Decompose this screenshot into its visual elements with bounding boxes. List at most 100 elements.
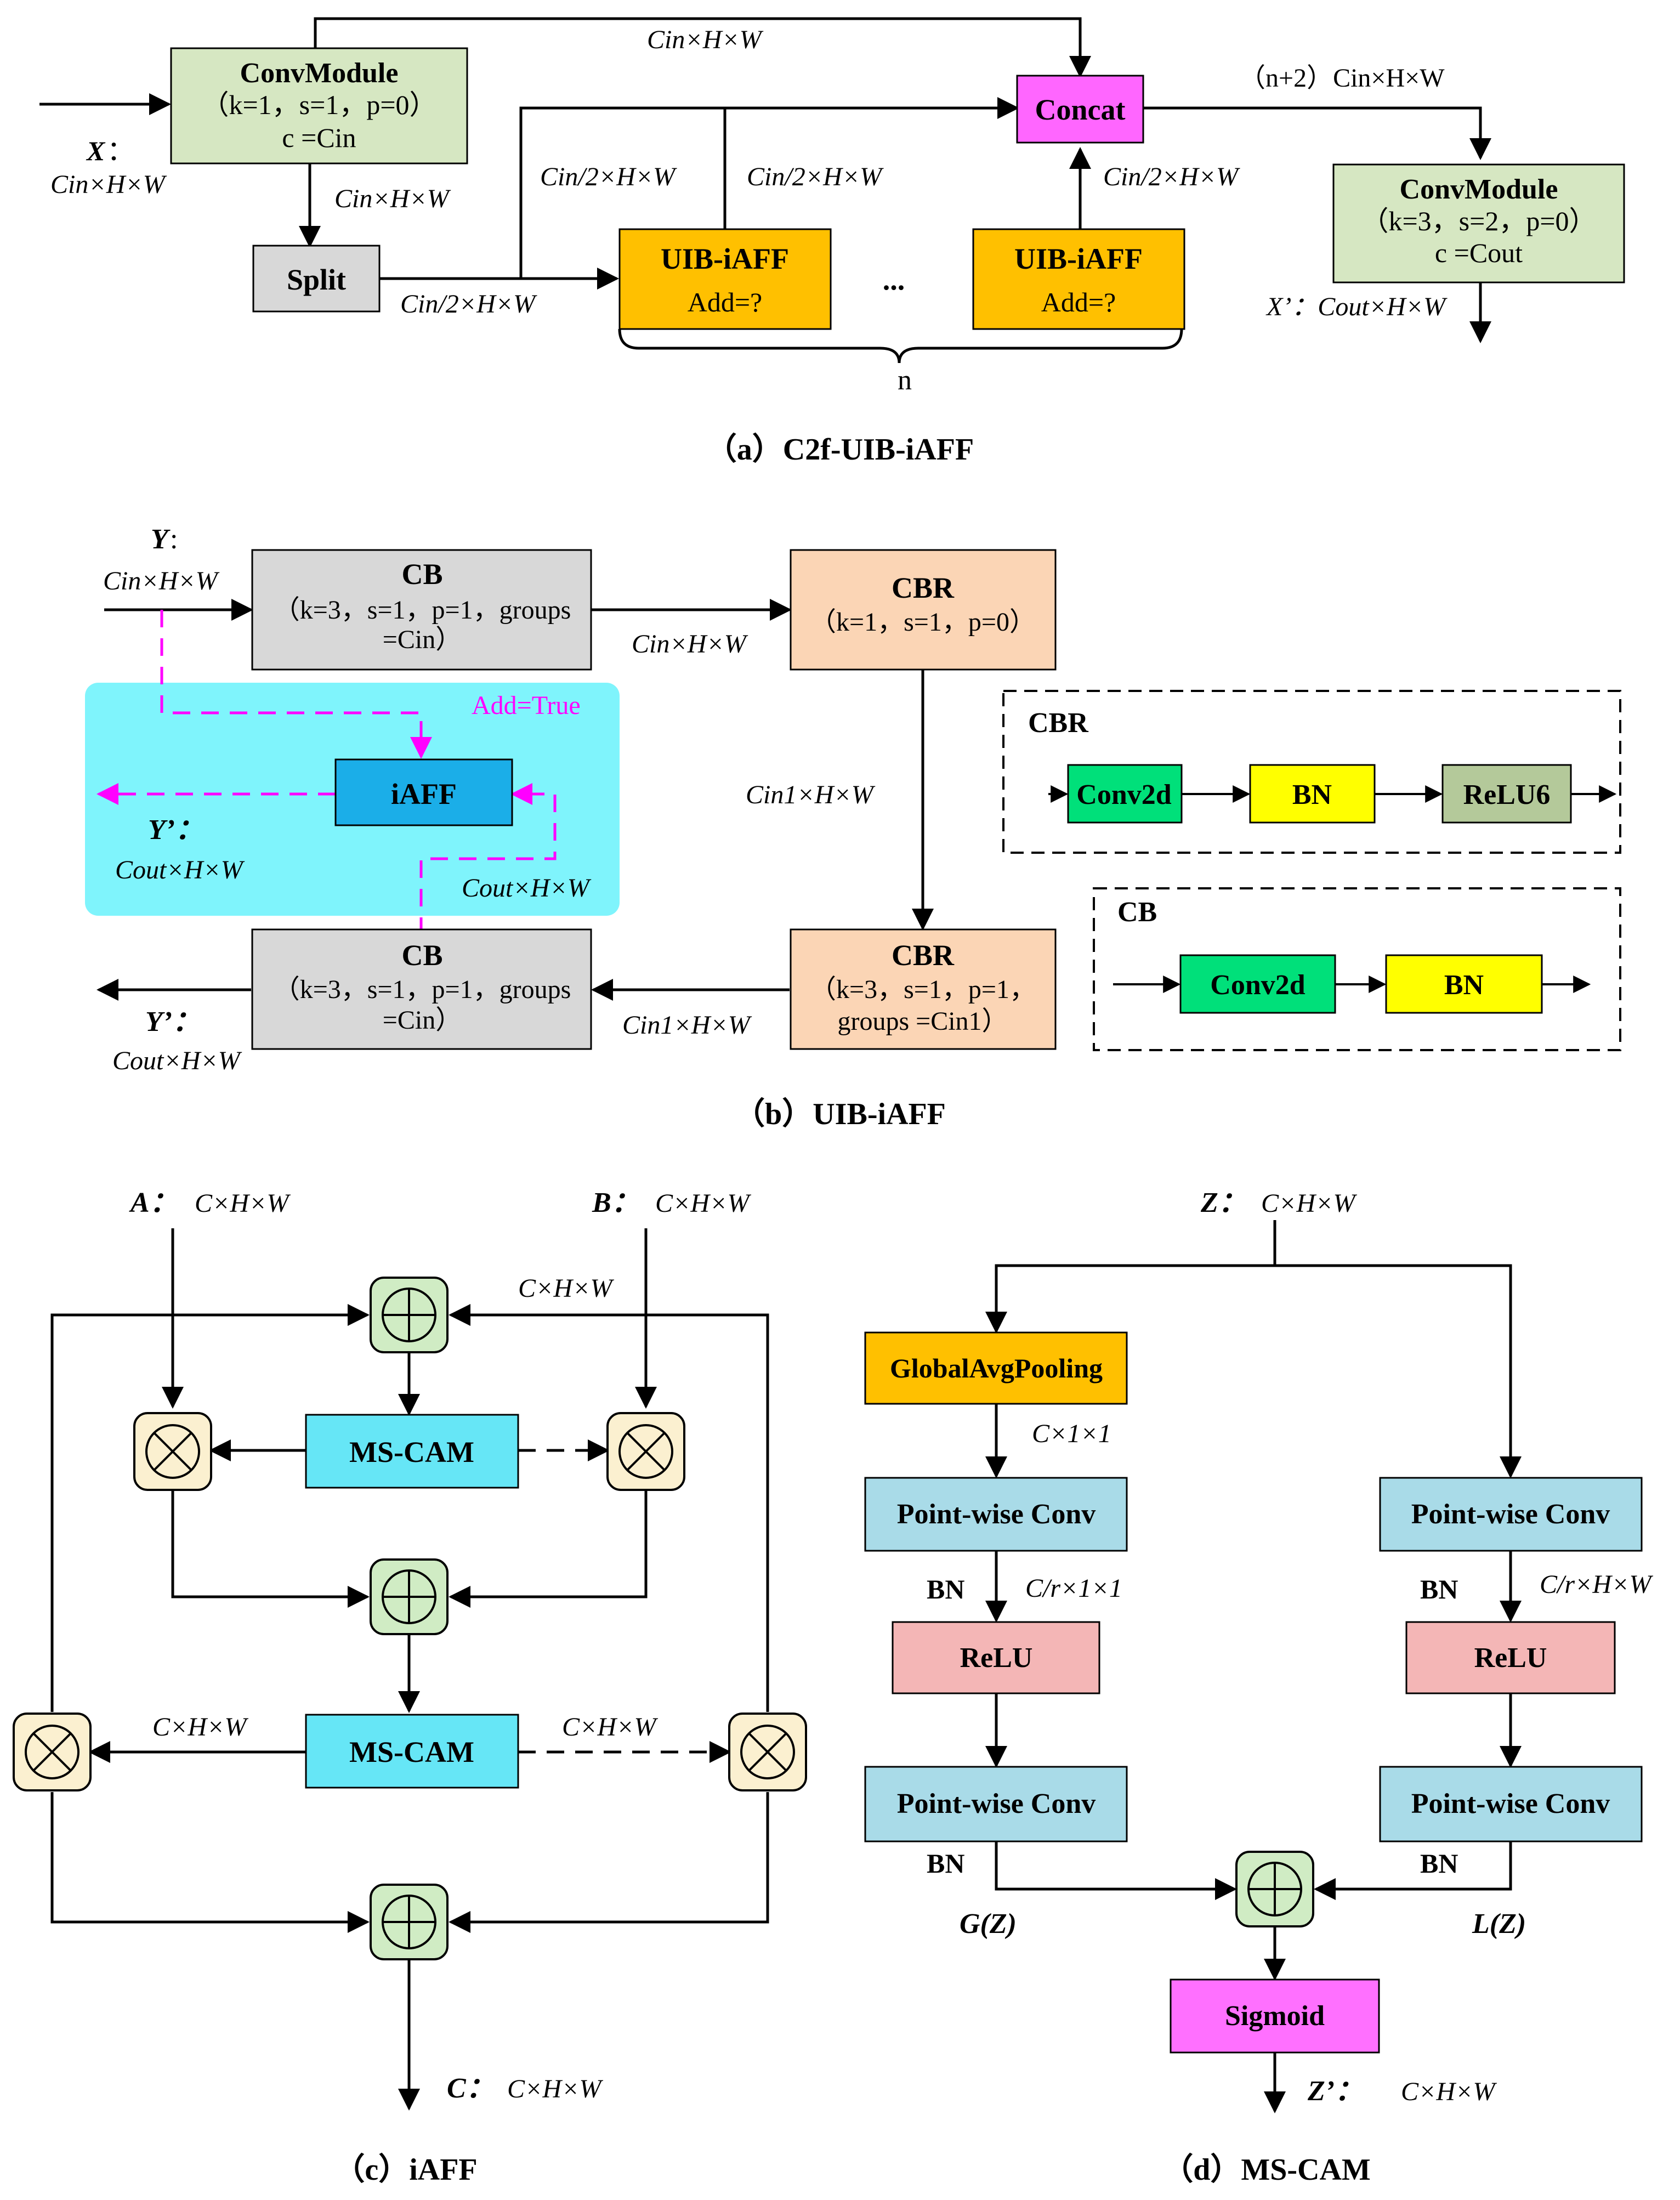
legend-cbr-conv2d-label: Conv2d: [1076, 779, 1171, 810]
uib1-title: UIB-iAFF: [661, 242, 789, 275]
bn-label-2: BN: [927, 1848, 964, 1879]
uib1-add: Add=?: [688, 287, 763, 317]
z-to-gap-arrow: [985, 1220, 1276, 1334]
mult-op-3: [13, 1713, 92, 1791]
mscam-box-2: [305, 1714, 519, 1789]
cbr1-title: CBR: [892, 571, 955, 604]
pw4-to-add-arrow: [1314, 1841, 1512, 1900]
legend-cbr-bn-label: BN: [1292, 779, 1332, 810]
conv-to-split-shape: Cin×H×W: [334, 184, 451, 213]
relu1-label: ReLU: [960, 1642, 1033, 1674]
legend-cb-conv2d-label: Conv2d: [1210, 969, 1305, 1001]
top-shape: Cin×H×W: [647, 25, 764, 54]
a-shape: C×H×W: [195, 1189, 291, 1218]
mscam2-left-shape: C×H×W: [152, 1713, 248, 1742]
mult3-to-add3-arrow: [50, 1792, 370, 1933]
legend-cbr-relu6-label: ReLU6: [1463, 779, 1551, 810]
cbr1-out-shape: Cin1×H×W: [746, 780, 876, 809]
bn-label-4: BN: [1420, 1848, 1458, 1879]
pw2-to-add-arrow: [995, 1841, 1237, 1900]
b-to-add1-arrow: [449, 1304, 769, 1712]
lz-label: L(Z): [1472, 1908, 1526, 1940]
mult4-to-add3-arrow: [449, 1792, 769, 1933]
caption-d: （d）MS-CAM: [1162, 2152, 1371, 2187]
caption-b: （b）UIB-iAFF: [734, 1097, 946, 1131]
mult-op-1: [133, 1412, 212, 1491]
iaff-box: [334, 758, 513, 826]
b-label: B：: [592, 1187, 640, 1218]
mult-op-2: [606, 1412, 685, 1491]
z-label: Z：: [1200, 1187, 1247, 1218]
pw-conv-box-3: [1379, 1477, 1643, 1552]
caption-a: （a）C2f-UIB-iAFF: [706, 432, 974, 467]
legend-cbr-relu6: [1441, 764, 1572, 824]
branch-shape-1: Cin/2×H×W: [540, 162, 677, 191]
split-label: Split: [287, 263, 346, 296]
cbr2-line1: （k=3，s=1，p=1，: [810, 975, 1036, 1004]
c-top-shape: C×H×W: [518, 1274, 614, 1303]
legend-cbr-frame: [1002, 690, 1621, 854]
legend-cb-frame: [1093, 887, 1621, 1051]
split-to-concat-arrow: [519, 97, 1019, 279]
input-y-label: Y: [151, 524, 171, 555]
mult2-to-add2-arrow: [449, 1490, 648, 1608]
cbr2-out-shape: Cin1×H×W: [622, 1011, 752, 1040]
z-to-pw-right-arrow: [1275, 1264, 1522, 1478]
cb1-line1: （k=3，s=1，p=1，groups: [274, 596, 571, 625]
skip-dashed-arrow: [160, 610, 432, 759]
add-op-3: [370, 1884, 449, 1960]
pw-conv-box-2: [864, 1766, 1128, 1842]
bn-label-3: BN: [1420, 1574, 1458, 1604]
cbr2-title: CBR: [892, 939, 955, 972]
concat-box: [1016, 75, 1144, 144]
left-mid-shape: C/r×1×1: [1025, 1574, 1122, 1603]
zprime-label: Z’：: [1307, 2076, 1363, 2107]
a-to-add1-arrow: [50, 1304, 370, 1712]
pw3-label: Point-wise Conv: [1411, 1499, 1610, 1530]
branch-shape-2: Cin/2×H×W: [747, 162, 884, 191]
zprime-shape: C×H×W: [1401, 2077, 1497, 2106]
uib2-add: Add=?: [1041, 287, 1116, 317]
gap-label: GlobalAvgPooling: [890, 1353, 1103, 1383]
cb-box-1: [251, 549, 592, 671]
iaff-label: iAFF: [391, 778, 457, 810]
bn-label-1: BN: [927, 1574, 964, 1604]
gz-label: G(Z): [960, 1908, 1017, 1940]
conv2-c: c =Cout: [1435, 237, 1523, 268]
relu2-label: ReLU: [1474, 1642, 1547, 1674]
yprime-1-label: Y’：: [148, 814, 203, 846]
conv1-c: c =Cin: [282, 122, 356, 153]
conv1-title: ConvModule: [240, 58, 399, 89]
cb1-title: CB: [401, 558, 442, 591]
cb-box-2: [251, 928, 592, 1050]
legend-cb-conv2d: [1179, 954, 1336, 1014]
cbr1-params: （k=1，s=1，p=0）: [810, 608, 1036, 637]
yprime-1-shape: Cout×H×W: [115, 855, 245, 884]
add-op-ms: [1235, 1851, 1314, 1927]
n-label: n: [898, 365, 912, 396]
split-box: [252, 245, 381, 313]
right-mid-shape: C/r×H×W: [1540, 1570, 1653, 1599]
yprime-2-label: Y’：: [145, 1006, 201, 1037]
conv-to-concat-arrow: [314, 17, 1091, 78]
add-true-label: Add=True: [472, 691, 581, 720]
concat-label: Concat: [1035, 93, 1126, 126]
mscam1-label: MS-CAM: [349, 1436, 474, 1468]
mscam2-label: MS-CAM: [349, 1736, 474, 1768]
c-out-label: C：: [447, 2073, 495, 2104]
z-shape: C×H×W: [1261, 1189, 1357, 1218]
a-label: A：: [129, 1187, 178, 1218]
cb1-line2: =Cin）: [383, 625, 462, 654]
legend-cbr-title: CBR: [1028, 707, 1089, 739]
yprime-2-shape: Cout×H×W: [112, 1046, 242, 1075]
pw4-label: Point-wise Conv: [1411, 1788, 1610, 1819]
legend-cb-bn-label: BN: [1444, 969, 1484, 1001]
input-x-colon: ：: [107, 135, 134, 166]
output-x-label: X’：Cout×H×W: [1265, 292, 1448, 321]
cb2-to-iaff-dashed-arrow: [419, 783, 557, 935]
input-x-shape: Cin×H×W: [50, 170, 167, 199]
pw2-label: Point-wise Conv: [897, 1788, 1096, 1819]
pw1-label: Point-wise Conv: [897, 1499, 1096, 1530]
cb2-line2: =Cin）: [383, 1006, 462, 1035]
